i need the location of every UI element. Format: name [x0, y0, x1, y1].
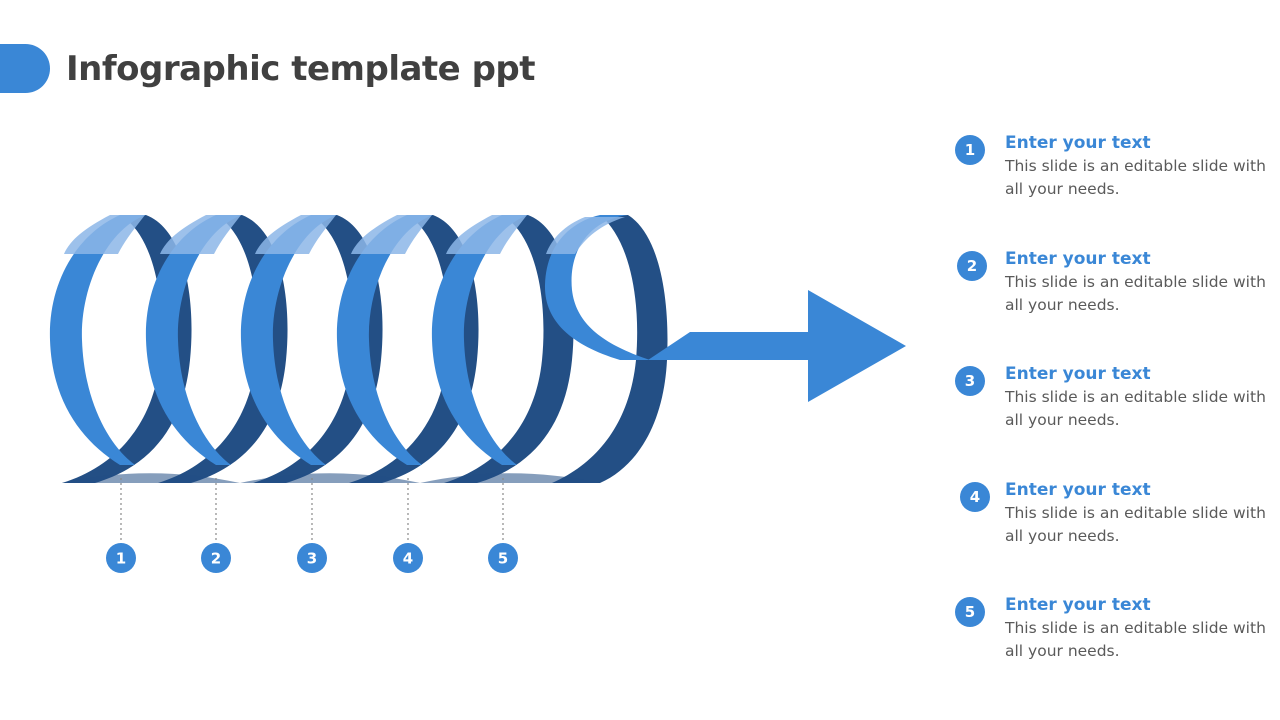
step-markers: 1 2 3 4 5 [106, 478, 518, 573]
coil-back-band [444, 215, 574, 483]
step-number: 2 [211, 550, 221, 568]
coil-highlight [255, 215, 336, 254]
step-badge [201, 543, 231, 573]
item-heading: Enter your text [1005, 480, 1151, 500]
title-accent-tab [0, 44, 50, 93]
item-body: This slide is an editable slide with all… [1005, 388, 1266, 429]
step-badge [488, 543, 518, 573]
step-number: 4 [403, 550, 413, 568]
step-badge [106, 543, 136, 573]
coil-highlight [160, 215, 241, 254]
item-body: This slide is an editable slide with all… [1005, 157, 1266, 198]
spiral-coils [49, 215, 668, 483]
item-body: This slide is an editable slide with all… [1005, 619, 1266, 660]
item-number-badge: 1 [955, 135, 985, 165]
coil-highlight [64, 215, 145, 254]
item-list: 1 Enter your text This slide is an edita… [955, 0, 1275, 720]
item-body: This slide is an editable slide with all… [1005, 504, 1266, 545]
item-number-badge: 3 [955, 366, 985, 396]
item-heading: Enter your text [1005, 595, 1151, 615]
item-number-badge: 4 [960, 482, 990, 512]
item-heading: Enter your text [1005, 133, 1151, 153]
coil-highlight [546, 217, 625, 254]
step-badge [297, 543, 327, 573]
coil-front-band [336, 215, 433, 465]
item-heading: Enter your text [1005, 249, 1151, 269]
coil-front-band [145, 215, 242, 465]
step-number: 3 [307, 550, 317, 568]
item-heading: Enter your text [1005, 364, 1151, 384]
list-item: 5 Enter your text This slide is an edita… [955, 595, 1275, 665]
page-title: Infographic template ppt [66, 49, 536, 89]
item-number-badge: 5 [955, 597, 985, 627]
list-item: 1 Enter your text This slide is an edita… [955, 133, 1275, 203]
coil-front-band [431, 215, 528, 465]
coil-front-band [49, 215, 146, 465]
list-item: 4 Enter your text This slide is an edita… [955, 480, 1275, 550]
coil-highlight [351, 215, 432, 254]
spiral-arrow [648, 290, 906, 402]
step-number: 5 [498, 550, 508, 568]
coil-front-band [240, 215, 337, 465]
list-item: 2 Enter your text This slide is an edita… [955, 249, 1275, 319]
list-item: 3 Enter your text This slide is an edita… [955, 364, 1275, 434]
item-number-badge: 2 [957, 251, 987, 281]
step-badge [393, 543, 423, 573]
step-number: 1 [116, 550, 126, 568]
coil-highlight [446, 215, 527, 254]
coil-shadow [62, 473, 600, 483]
item-body: This slide is an editable slide with all… [1005, 273, 1266, 314]
coil-back-band [552, 215, 668, 483]
